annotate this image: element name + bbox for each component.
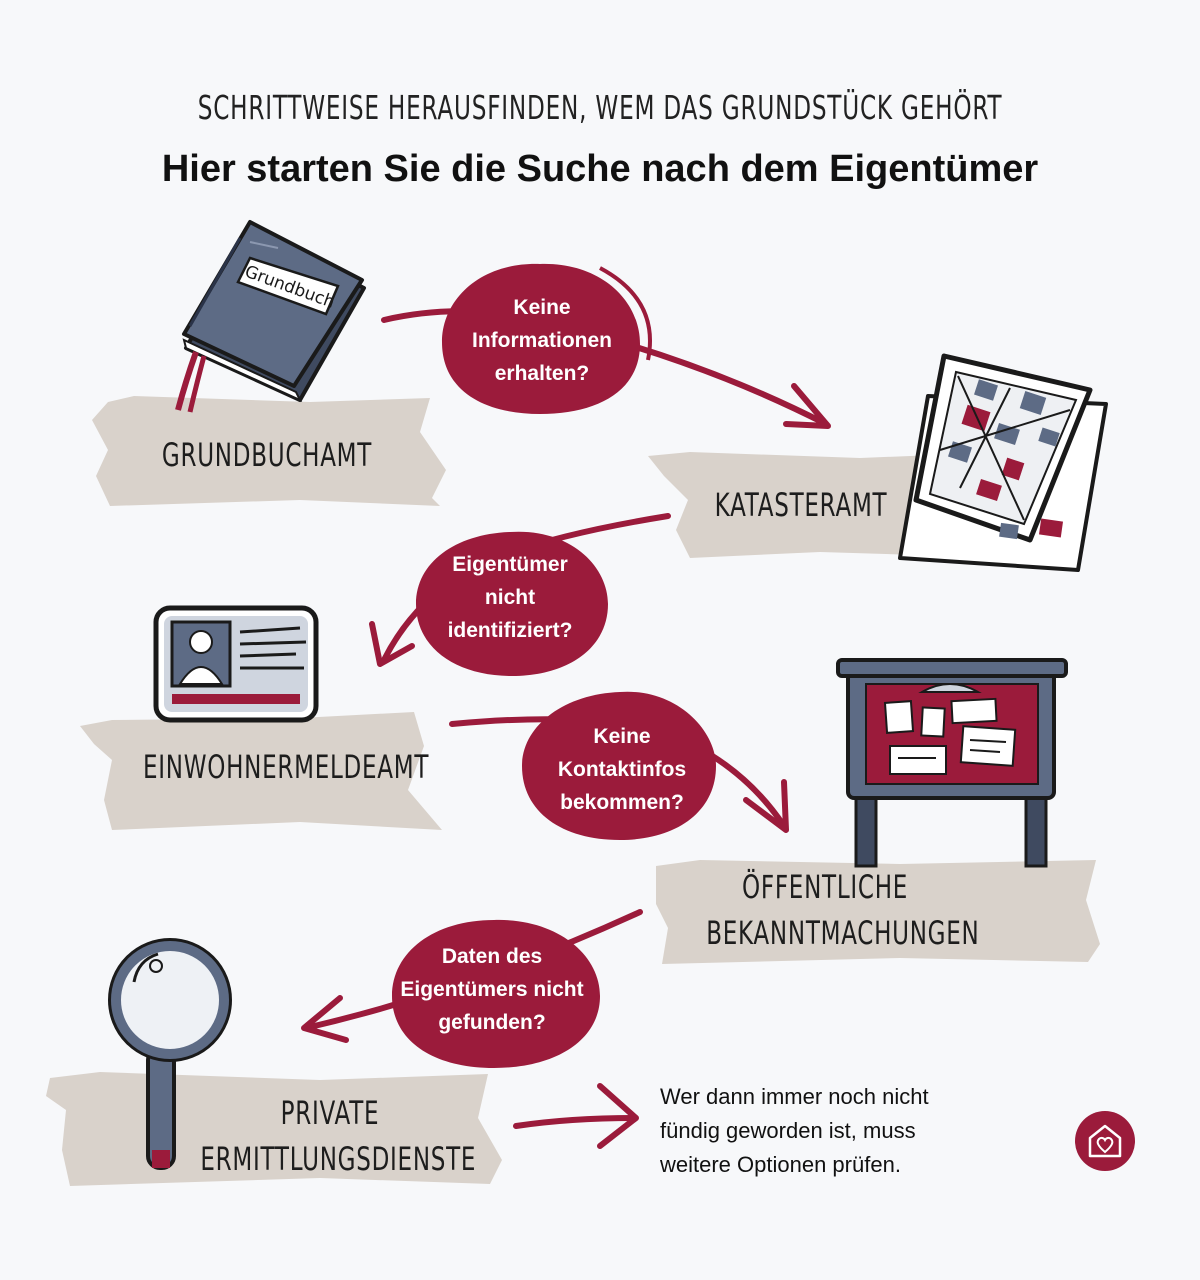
- closing-note-line: Wer dann immer noch nicht: [660, 1084, 929, 1109]
- bubble-line: Eigentümer: [452, 553, 568, 576]
- notice-board-icon: [836, 658, 1068, 868]
- id-card-icon: [153, 605, 319, 723]
- bubble-text-1: Keine Informationen erhalten?: [442, 291, 642, 390]
- step-label-line: ERMITTLUNGSDIENSTE: [200, 1140, 477, 1178]
- closing-note-line: weitere Optionen prüfen.: [660, 1152, 901, 1177]
- bubble-keine-informationen: [442, 263, 640, 414]
- step-label-ermittlungsdienste: PRIVATE ERMITTLUNGSDIENSTE: [150, 1090, 510, 1182]
- bubble-keine-kontaktinfos: [522, 691, 716, 840]
- bubble-text-4: Daten des Eigentümers nicht gefunden?: [382, 940, 602, 1039]
- bubble-line: gefunden?: [438, 1011, 546, 1034]
- step-label-grundbuchamt: GRUNDBUCHAMT: [161, 436, 373, 474]
- bubble-line: Keine: [593, 725, 651, 748]
- house-heart-logo-icon: [1075, 1111, 1135, 1171]
- bubble-line: Eigentümers nicht: [400, 978, 584, 1001]
- bubble-text-2: Eigentümer nicht identifiziert?: [410, 548, 610, 647]
- step-label-bekanntmachungen: ÖFFENTLICHE BEKANNTMACHUNGEN: [660, 864, 990, 956]
- bubble-line: Kontaktinfos: [557, 758, 687, 781]
- tape-bekanntmachungen: [656, 860, 1100, 964]
- grundbuch-book-icon: Grundbuch: [175, 220, 366, 413]
- page-title: Hier starten Sie die Suche nach dem Eige…: [161, 148, 1039, 190]
- bubble-line: Daten des: [441, 945, 543, 968]
- bubble-line: Informationen: [472, 329, 612, 352]
- tape-grundbuchamt: [92, 396, 446, 506]
- tape-katasteramt: [648, 452, 966, 558]
- bubble-line: nicht: [484, 586, 536, 609]
- step-label-line: ÖFFENTLICHE: [741, 868, 909, 906]
- tape-einwohnermeldeamt: [80, 712, 442, 830]
- cadastral-map-icon: [898, 353, 1108, 572]
- header-kicker: SCHRITTWEISE HERAUSFINDEN, WEM DAS GRUND…: [197, 88, 1003, 127]
- bubble-daten-nicht-gefunden: [392, 919, 600, 1068]
- closing-note-line: fündig geworden ist, muss: [660, 1118, 916, 1143]
- bubble-eigentuemer-nicht-identifiziert: [416, 531, 608, 676]
- bubble-line: erhalten?: [494, 362, 590, 385]
- closing-note: Wer dann immer noch nicht fündig geworde…: [660, 1080, 980, 1182]
- bubble-line: Keine: [513, 296, 571, 319]
- step-label-katasteramt: KATASTERAMT: [714, 486, 888, 524]
- bubble-line: bekommen?: [560, 791, 684, 814]
- step-label-line: BEKANNTMACHUNGEN: [706, 914, 980, 952]
- magnifier-icon: [108, 938, 232, 1170]
- bubble-text-3: Keine Kontaktinfos bekommen?: [522, 720, 722, 819]
- step-label-einwohnermeldeamt: EINWOHNERMELDEAMT: [143, 748, 430, 786]
- bubble-line: identifiziert?: [447, 619, 573, 642]
- step-label-line: PRIVATE: [280, 1094, 380, 1132]
